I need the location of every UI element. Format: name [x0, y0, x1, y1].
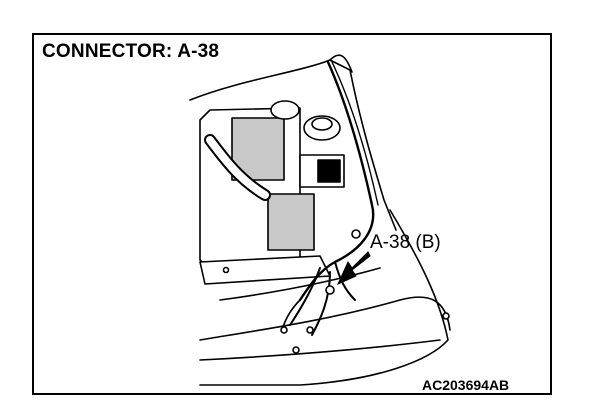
connector-callout-label: A-38 (B)	[370, 232, 441, 253]
front-fender	[199, 209, 449, 386]
diagram-title: CONNECTOR: A-38	[42, 41, 220, 62]
figure-id: AC203694AB	[422, 377, 510, 393]
bumper	[199, 339, 441, 361]
wiring-harness	[298, 60, 375, 302]
callout-arrow	[337, 251, 371, 285]
reservoir-cap	[270, 100, 300, 120]
hood-panel	[189, 59, 397, 231]
